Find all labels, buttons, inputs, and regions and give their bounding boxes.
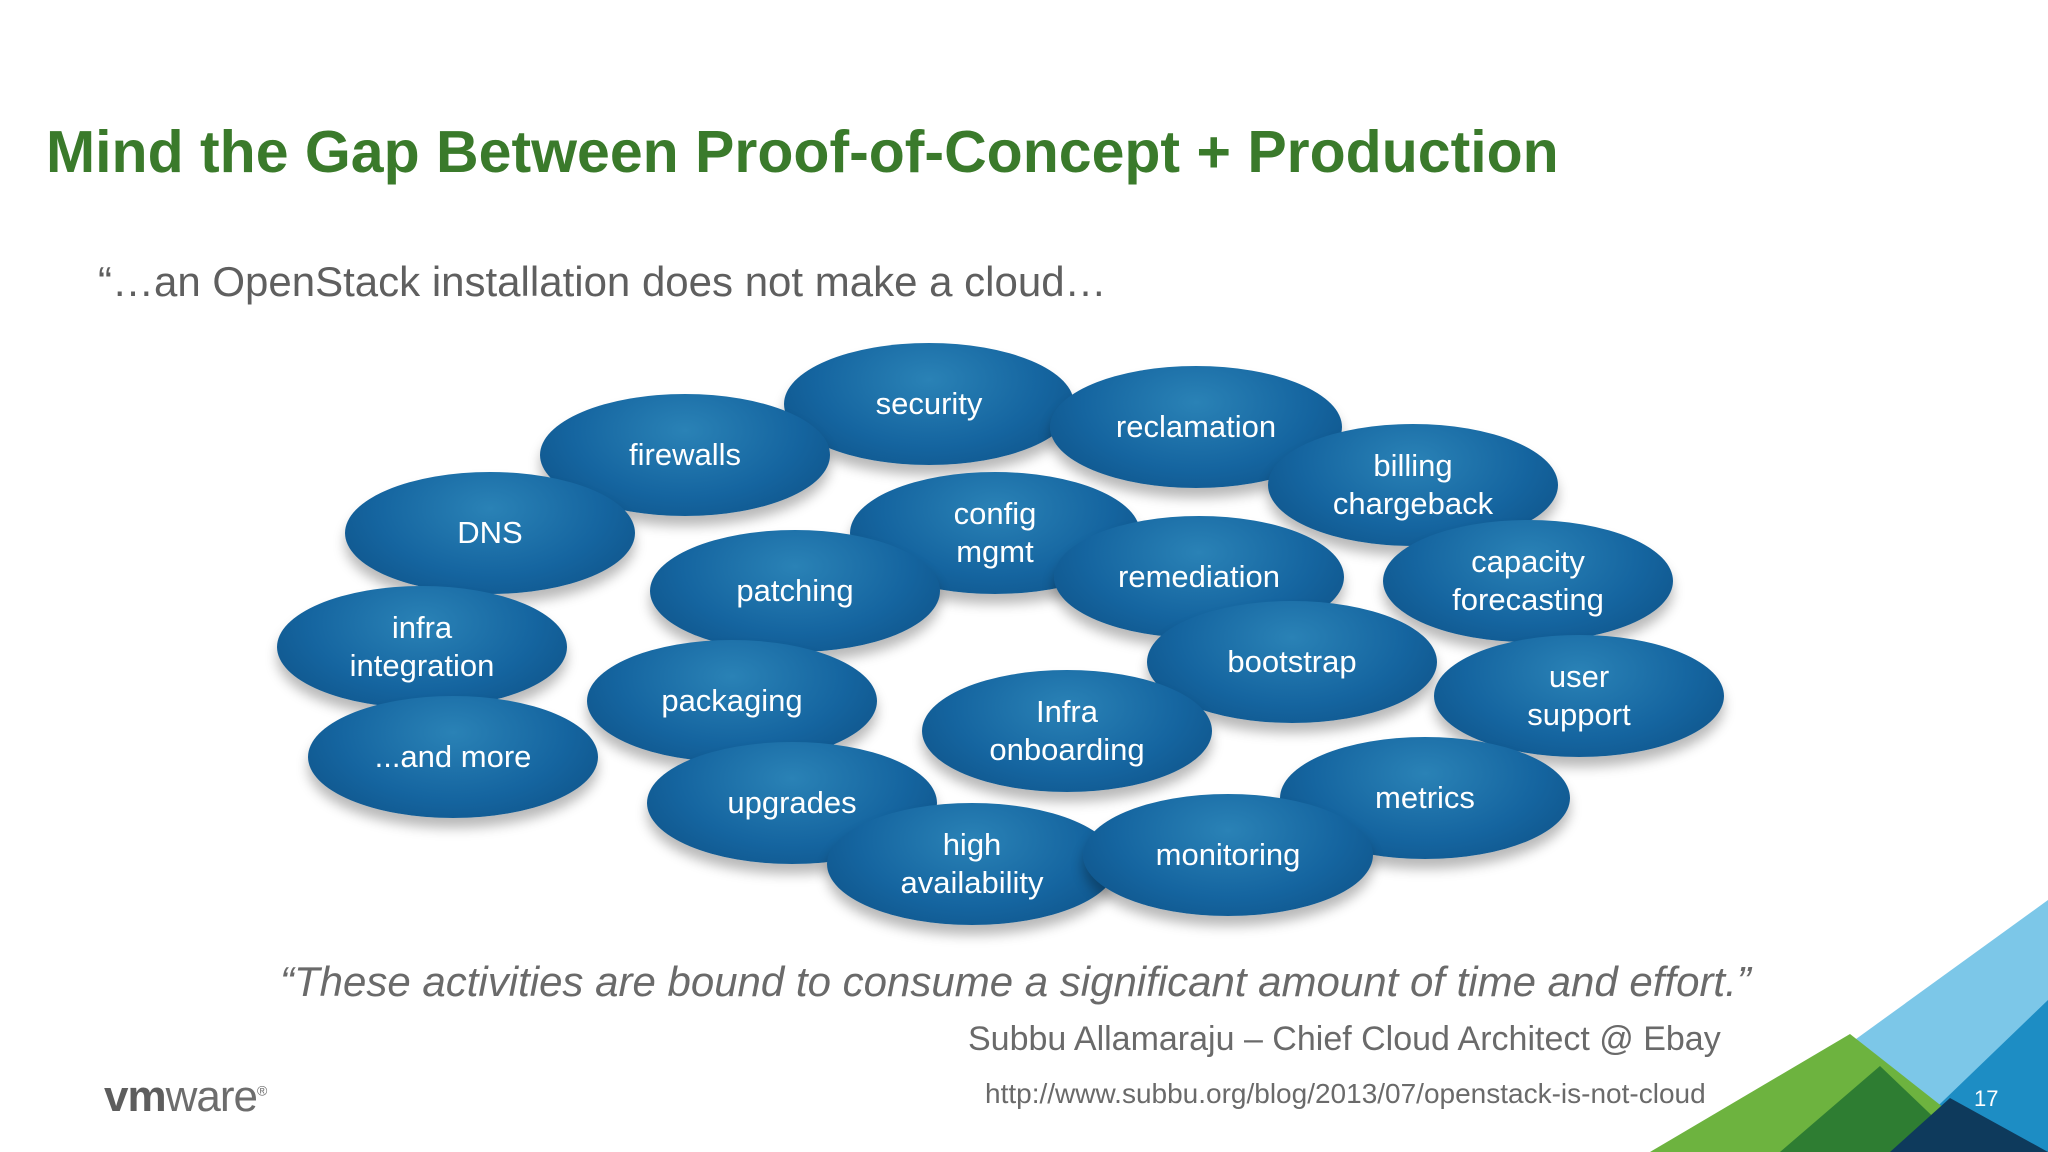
vmware-logo: vmware® xyxy=(104,1072,267,1122)
bubble-label: DNS xyxy=(457,515,523,550)
bubble-ellipse: ...and more xyxy=(308,696,598,818)
bubble-label: billing chargeback xyxy=(1332,448,1494,521)
slide-title: Mind the Gap Between Proof-of-Concept + … xyxy=(46,119,1559,185)
bubble-label: Infra onboarding xyxy=(989,694,1145,767)
logo-registered-mark: ® xyxy=(256,1082,267,1099)
bubble-ellipse: Infra onboarding xyxy=(922,670,1212,792)
bubble-ellipse: security xyxy=(784,343,1074,465)
bubble-label: infra integration xyxy=(349,610,495,683)
bubble-label: capacity forecasting xyxy=(1452,544,1604,617)
bubble-label: user support xyxy=(1527,659,1631,732)
bubble-label: firewalls xyxy=(629,437,741,472)
bubble-ellipse: packaging xyxy=(587,640,877,762)
bubble-label: high availability xyxy=(900,827,1044,900)
bubble-label: metrics xyxy=(1375,780,1475,815)
bubble-label: ...and more xyxy=(374,739,532,774)
bubble-label: config mgmt xyxy=(953,496,1037,569)
effort-quote: “These activities are bound to consume a… xyxy=(280,958,1751,1005)
bubble-ellipse: monitoring xyxy=(1083,794,1373,916)
bubble-label: reclamation xyxy=(1115,409,1277,444)
bubble-label: security xyxy=(875,386,983,421)
bubble-label: packaging xyxy=(661,683,803,718)
page-number: 17 xyxy=(1974,1086,1999,1111)
logo-text-bold: vm xyxy=(104,1072,167,1121)
quote-attribution: Subbu Allamaraju – Chief Cloud Architect… xyxy=(968,1020,1721,1058)
logo-text: ware xyxy=(165,1072,258,1121)
bubble-ellipse: capacity forecasting xyxy=(1383,520,1673,642)
bubble-ellipse: user support xyxy=(1434,635,1724,757)
bubble-label: remediation xyxy=(1118,559,1280,594)
source-url: http://www.subbu.org/blog/2013/07/openst… xyxy=(985,1078,1706,1109)
bubble-ellipse: DNS xyxy=(345,472,635,594)
bubble-ellipse: patching xyxy=(650,530,940,652)
bubble-ellipse: high availability xyxy=(827,803,1117,925)
bubble-ellipse: infra integration xyxy=(277,586,567,708)
bubble-label: bootstrap xyxy=(1227,644,1357,679)
navy-triangle xyxy=(1890,1098,2048,1152)
bubble-ellipse: metrics xyxy=(1280,737,1570,859)
bubble-label: upgrades xyxy=(727,785,857,820)
openstack-quote: “…an OpenStack installation does not mak… xyxy=(98,258,1107,305)
bubble-label: monitoring xyxy=(1155,837,1301,872)
bubble-label: patching xyxy=(736,573,854,608)
